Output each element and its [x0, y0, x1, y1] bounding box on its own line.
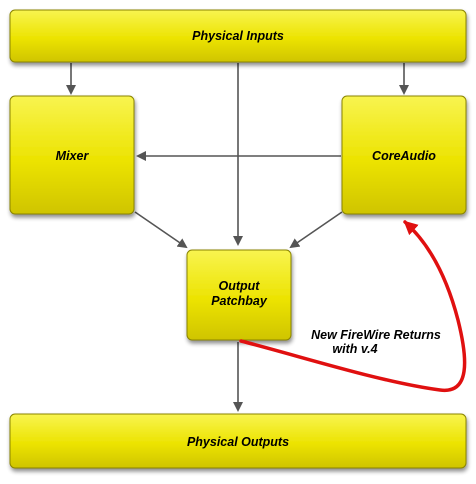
node-output-patchbay: Output Patchbay — [186, 249, 292, 341]
physical-outputs-label: Physical Outputs — [187, 435, 289, 449]
output-patchbay-box — [186, 249, 292, 341]
coreaudio-label: CoreAudio — [372, 149, 436, 163]
annotation-line2: with v.4 — [332, 342, 377, 356]
physical-outputs-box — [9, 413, 467, 469]
output-patchbay-label-line2: Patchbay — [211, 294, 268, 308]
node-physical-outputs: Physical Outputs — [9, 413, 467, 469]
firewire-return-arrow — [239, 220, 467, 392]
annotation-line1: New FireWire Returns — [311, 328, 441, 342]
output-patchbay-label-line1: Output — [219, 279, 261, 293]
mixer-label: Mixer — [56, 149, 90, 163]
connector-arrows — [66, 63, 409, 412]
node-physical-inputs: Physical Inputs — [9, 9, 467, 63]
physical-inputs-label: Physical Inputs — [192, 29, 284, 43]
arrow-coreaudio-to-patchbay — [289, 211, 343, 249]
firewire-annotation: New FireWire Returns with v.4 — [311, 328, 441, 356]
physical-inputs-box — [9, 9, 467, 63]
arrow-mixer-to-patchbay — [134, 211, 188, 249]
node-coreaudio: CoreAudio — [341, 95, 467, 215]
node-mixer: Mixer — [9, 95, 135, 215]
coreaudio-box — [341, 95, 467, 215]
mixer-box — [9, 95, 135, 215]
